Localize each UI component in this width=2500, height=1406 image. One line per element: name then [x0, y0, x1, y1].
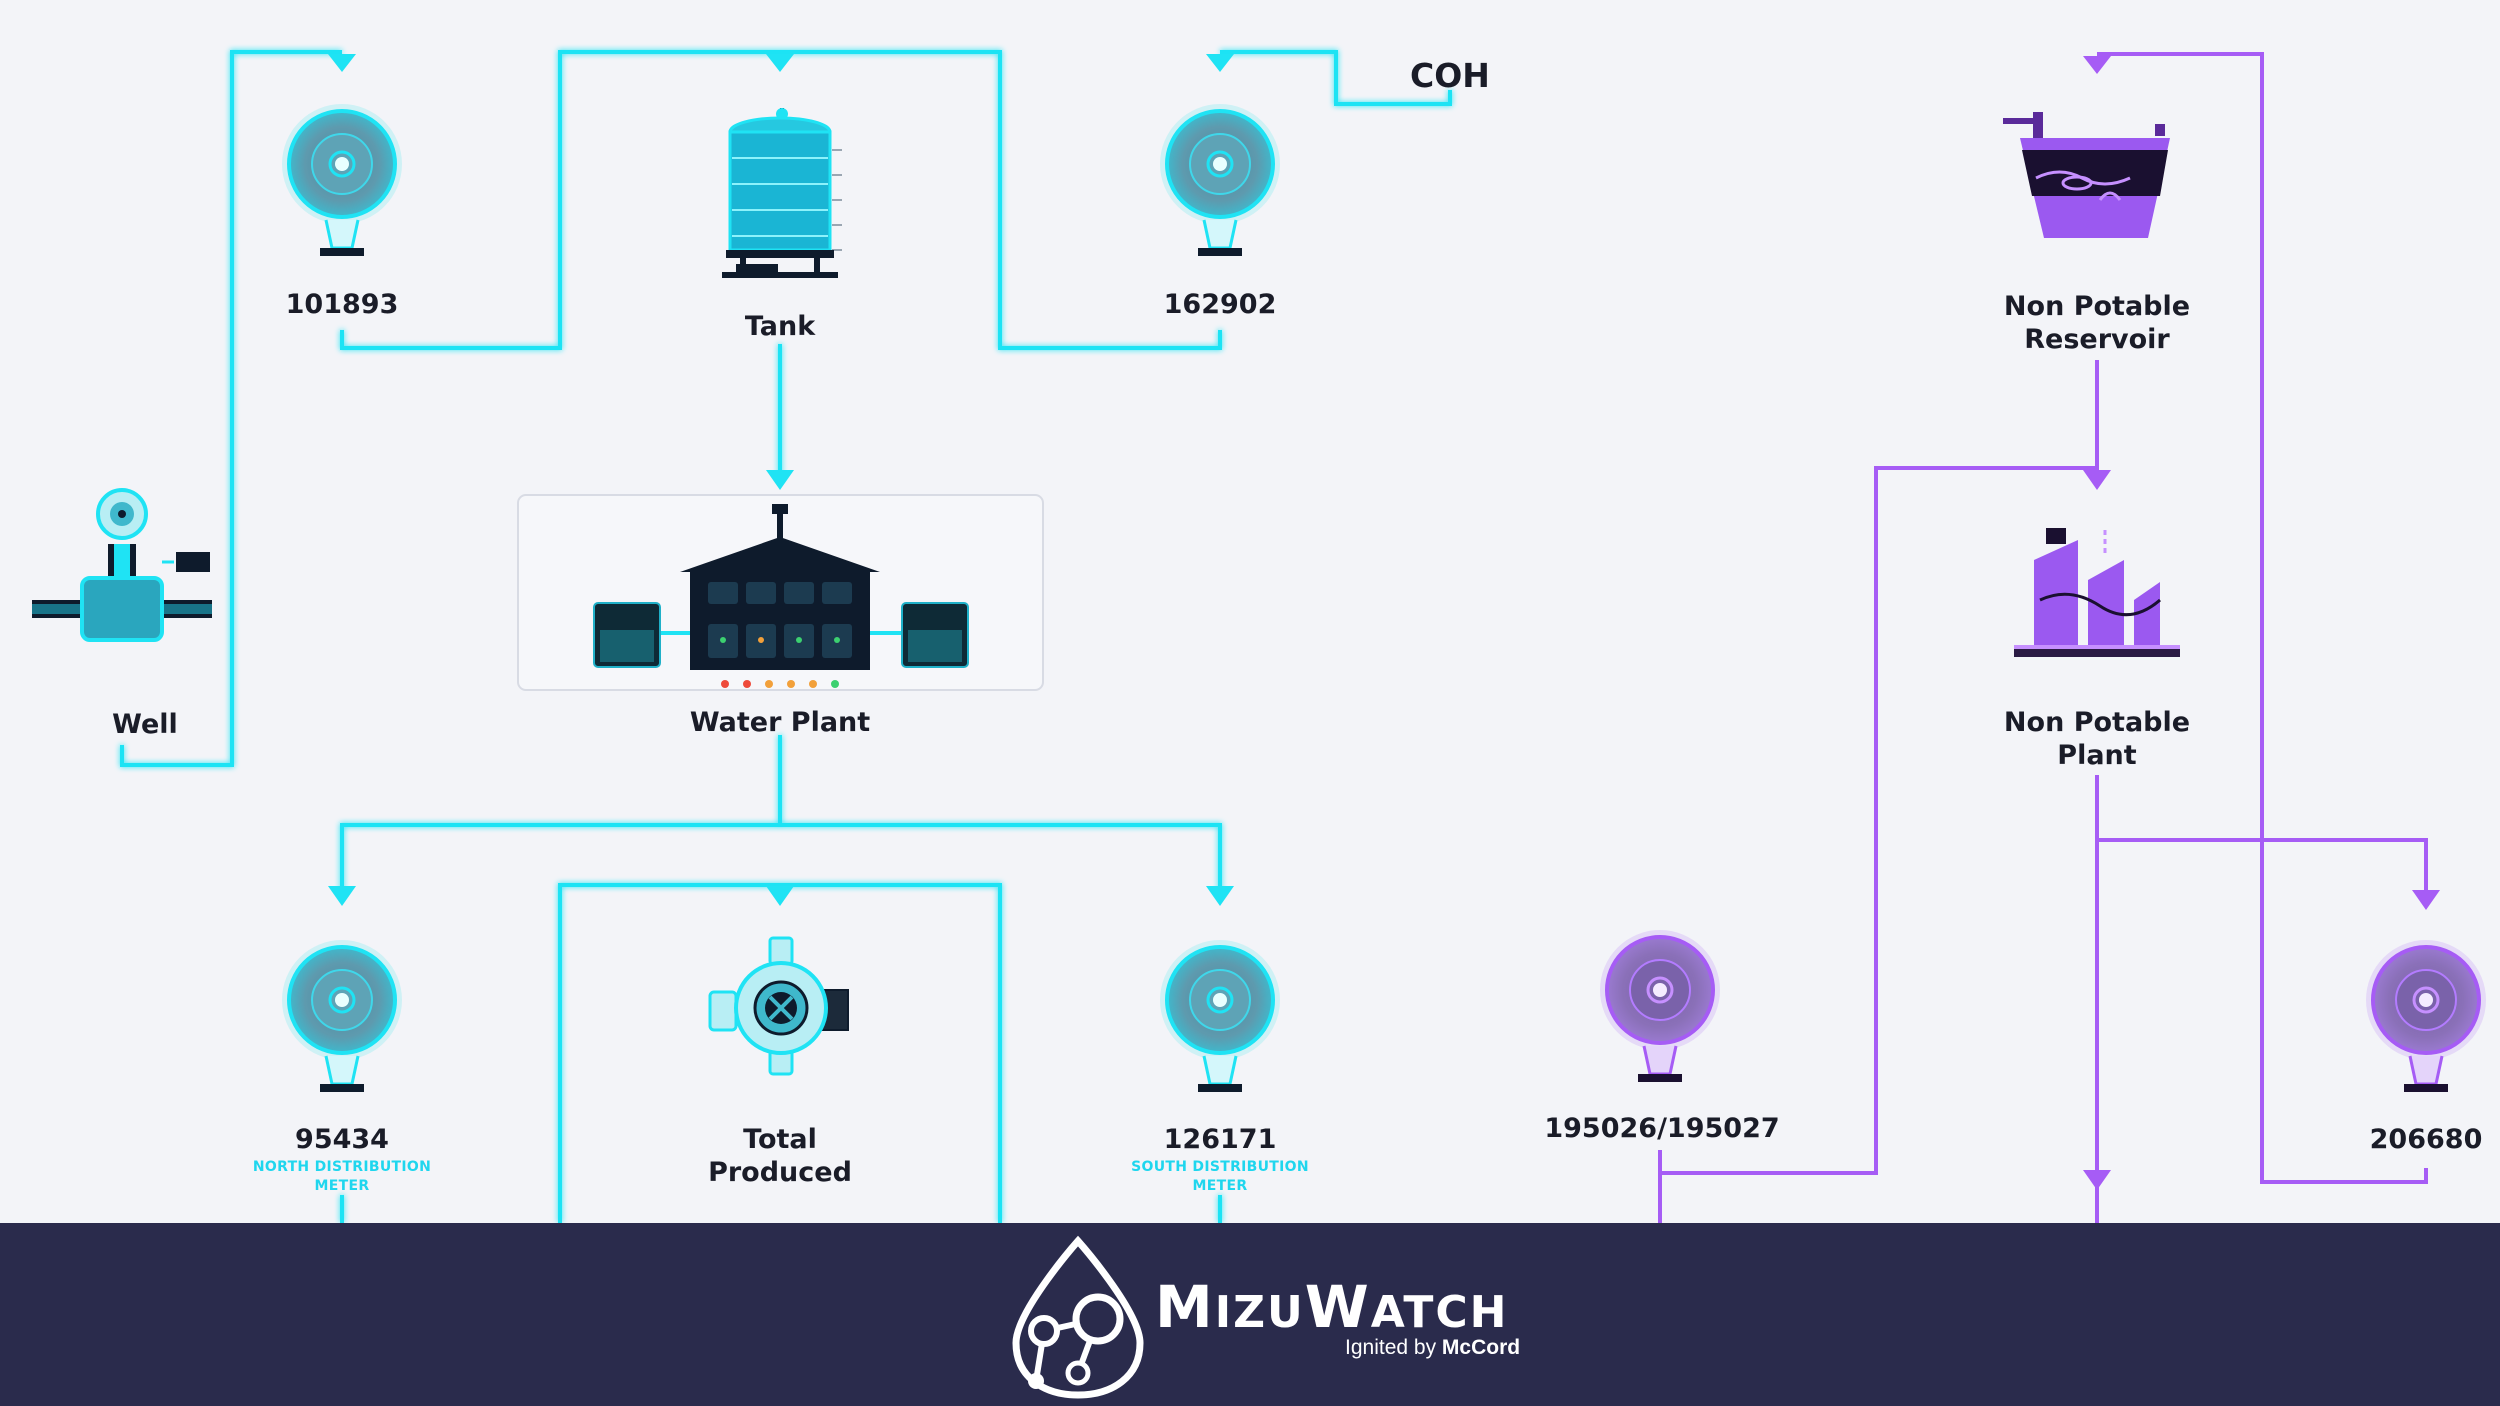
- meter-162902-icon[interactable]: [1160, 104, 1280, 256]
- non-potable-plant-icon[interactable]: [2014, 528, 2180, 657]
- line-well-to-101893: [120, 50, 342, 767]
- meter-126171-label: 126171: [1163, 1124, 1277, 1155]
- well-label: Well: [112, 709, 178, 740]
- tank-icon[interactable]: [722, 108, 842, 278]
- water-drop-network-icon: [1012, 1235, 1144, 1399]
- arrow-icon: [2083, 470, 2111, 490]
- coh-label: COH: [1410, 56, 1490, 95]
- meter-95434-label: 95434: [295, 1124, 389, 1155]
- non-potable-arrows: [2083, 56, 2440, 1190]
- meter-101893-label: 101893: [285, 289, 399, 320]
- arrow-icon: [2412, 890, 2440, 910]
- meter-162902-label: 162902: [1163, 289, 1277, 320]
- arrow-icon: [2083, 1170, 2111, 1190]
- line-meters-to-tank: [340, 50, 1222, 350]
- meter-206680-icon[interactable]: [2366, 940, 2486, 1092]
- brand-tagline: Ignited by McCord: [1345, 1336, 1521, 1359]
- water-plant-icon: [593, 504, 969, 688]
- line-plant-to-206680: [2097, 838, 2428, 890]
- arrow-icon: [766, 54, 794, 72]
- well-icon[interactable]: [32, 488, 212, 642]
- system-diagram: COH 101893 Tank 162902 Well Water Plant …: [32, 50, 2486, 1223]
- non-potable-lines: [1658, 52, 2428, 1223]
- line-distribution-split: [340, 823, 1222, 895]
- arrow-icon: [766, 886, 794, 906]
- meter-206680-label: 206680: [2369, 1124, 2483, 1155]
- non-potable-reservoir-icon[interactable]: [2003, 112, 2170, 238]
- arrow-icon: [766, 470, 794, 490]
- meter-126171-icon[interactable]: [1160, 940, 1280, 1092]
- diagram-canvas: [32, 50, 2486, 1223]
- meter-101893-icon[interactable]: [282, 104, 402, 256]
- water-plant-label: Water Plant: [689, 707, 871, 738]
- total-produced-icon[interactable]: [708, 936, 849, 1076]
- arrow-icon: [1206, 886, 1234, 906]
- footer-bar: MIZUWATCH Ignited by McCord: [0, 1223, 2500, 1406]
- potable-arrows: [328, 54, 1234, 906]
- line-coh-to-162902: [1220, 50, 1452, 106]
- arrow-icon: [1206, 54, 1234, 72]
- arrow-icon: [328, 886, 356, 906]
- potable-lines: [120, 50, 1452, 1223]
- arrow-icon: [2083, 56, 2111, 74]
- meter-95434-icon[interactable]: [282, 940, 402, 1092]
- arrow-icon: [328, 54, 356, 72]
- line-total-produced: [558, 883, 1002, 1223]
- meter-195026-icon[interactable]: [1600, 930, 1720, 1082]
- meter-195026-label: 195026/195027: [1544, 1113, 1780, 1144]
- tank-label: Tank: [744, 311, 816, 342]
- brand-wordmark[interactable]: MIZUWATCH: [1155, 1273, 1509, 1341]
- line-206680-loop: [2097, 52, 2428, 1184]
- line-195026-to-plant: [1658, 466, 2097, 1175]
